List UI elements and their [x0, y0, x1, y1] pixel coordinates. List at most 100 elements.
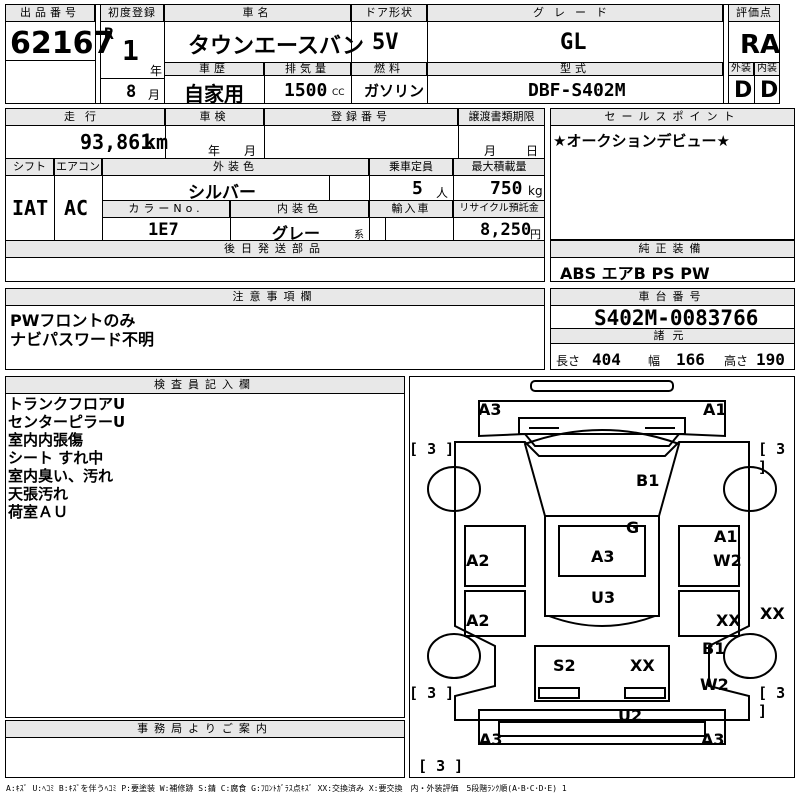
inspect-year: 年 [208, 144, 221, 158]
sales-point-box: セールスポイント [550, 108, 795, 240]
import-label: 輸入車 [369, 200, 453, 218]
displacement: 1500 [284, 80, 328, 101]
history-label: 車歴 [164, 62, 264, 76]
diag-b1: B1 [636, 471, 660, 490]
cap-label: 乗車定員 [369, 158, 453, 176]
int-label: 内装 [754, 62, 780, 76]
month-unit: 月 [148, 88, 161, 102]
diag-a2-l2: A2 [466, 611, 490, 630]
equipment-text: ABS エアB PS PW [560, 264, 710, 283]
inspector-line-2: センターピラーU [8, 413, 126, 431]
width: 166 [676, 350, 705, 369]
intcolor-label: 内装色 [230, 200, 369, 218]
reg-year: 1 [122, 34, 139, 67]
lot-number: 62167 [10, 26, 115, 61]
diag-u3: U3 [591, 588, 616, 607]
load-unit: kg [528, 184, 543, 198]
inspector-line-4: シート すれ中 [8, 449, 104, 467]
score: RA [740, 30, 781, 60]
diag-u2: U2 [618, 706, 643, 725]
sales-point-text: ★オークションデビュー★ [553, 132, 730, 150]
diag-w2-r: W2 [713, 551, 742, 570]
lot-label: 出品番号 [5, 4, 95, 22]
load: 750 [490, 178, 523, 199]
equipment-box: 純正装備 [550, 240, 795, 282]
car-name-label: 車名 [164, 4, 351, 22]
diag-a3-tl: A3 [478, 400, 502, 419]
inspector-line-7: 荷室ＡＵ [8, 503, 69, 521]
bracket-tl: [ 3 ] [409, 440, 455, 458]
bracket-br: [ 3 ] [758, 684, 786, 720]
diag-a1-tr: A1 [703, 400, 727, 419]
caution-line-1: PWフロントのみ [10, 311, 136, 330]
era: R [104, 24, 114, 43]
legend: A:ｷｽﾞ U:ﾍｺﾐ B:ｷｽﾞを伴うﾍｺﾐ P:要塗装 W:補修跡 S:錆 … [6, 784, 567, 793]
shift: IAT [12, 196, 49, 220]
door-label: ドア形状 [351, 4, 427, 22]
car-name: タウンエースバン [188, 34, 365, 59]
bracket-bottom: [ 3 ] [418, 757, 464, 775]
inspector-line-3: 室内内張傷 [8, 431, 84, 449]
int-score: D [760, 78, 779, 103]
ext-score: D [734, 78, 753, 103]
chassis-box: 車台番号 [550, 288, 795, 370]
fuel-label: 燃料 [351, 62, 427, 76]
recycle-label: リサイクル預託金 [453, 200, 545, 218]
mileage: 93,861 [80, 130, 153, 154]
mileage-label: 走行 [5, 108, 165, 126]
colorno-label: カラーNo. [102, 200, 230, 218]
grade-label: グレード [427, 4, 723, 22]
spec-label: 諸元 [550, 328, 795, 344]
transfer-month: 月 [484, 144, 497, 158]
model-label: 型式 [427, 62, 723, 76]
regno-label: 登録番号 [264, 108, 458, 126]
transfer-label: 譲渡書類期限 [458, 108, 545, 126]
score-label: 評価点 [728, 4, 780, 22]
shift-label: シフト [5, 158, 54, 176]
inspector-line-5: 室内臭い、汚れ [8, 467, 114, 485]
length: 404 [592, 350, 621, 369]
height: 190 [756, 350, 785, 369]
diag-g: G [626, 518, 640, 537]
bracket-tr: [ 3 ] [758, 440, 786, 476]
chassis-no: S402M-0083766 [594, 306, 759, 330]
inspector-line-6: 天張汚れ [8, 485, 69, 503]
diagram-box [409, 376, 795, 778]
hgt-label: 高さ [724, 354, 749, 368]
bracket-bl: [ 3 ] [409, 684, 455, 702]
inspector-line-1: トランクフロアU [8, 395, 126, 413]
inspect-label: 車検 [165, 108, 264, 126]
recycle-fee: 8,250 [480, 220, 532, 240]
len-label: 長さ [556, 354, 581, 368]
door-type: 5V [372, 30, 399, 55]
diag-a3-br: A3 [701, 730, 725, 749]
office-label: 事務局よりご案内 [6, 721, 404, 738]
transfer-day: 日 [526, 144, 539, 158]
inspector-box: 検査員記入欄 [5, 376, 405, 718]
color-label: 外装色 [102, 158, 369, 176]
cap-unit: 人 [436, 186, 449, 200]
equipment-label: 純正装備 [551, 241, 794, 258]
office-box: 事務局よりご案内 [5, 720, 405, 778]
caution-label: 注意事項欄 [6, 289, 544, 306]
capacity: 5 [412, 178, 423, 199]
diag-a3-c: A3 [591, 547, 615, 566]
inspector-label: 検査員記入欄 [6, 377, 404, 394]
car-diagram [427, 380, 777, 745]
ext-label: 外装 [728, 62, 754, 76]
mileage-unit: km [144, 130, 169, 154]
load-label: 最大積載量 [453, 158, 545, 176]
diag-w2-r2: W2 [700, 675, 729, 694]
diag-xx-far: XX [760, 604, 785, 623]
caution-line-2: ナビパスワード不明 [10, 330, 155, 349]
intcolor-unit: 系 [354, 230, 364, 241]
wid-label: 幅 [648, 354, 661, 368]
interior-color: グレー [272, 224, 321, 243]
ac: AC [64, 196, 89, 220]
diag-xx-r: XX [716, 611, 741, 630]
color: シルバー [188, 183, 256, 203]
history: 自家用 [184, 82, 244, 106]
sales-point-label: セールスポイント [551, 109, 794, 126]
model: DBF-S402M [528, 80, 626, 101]
diag-xx-c: XX [630, 656, 655, 675]
